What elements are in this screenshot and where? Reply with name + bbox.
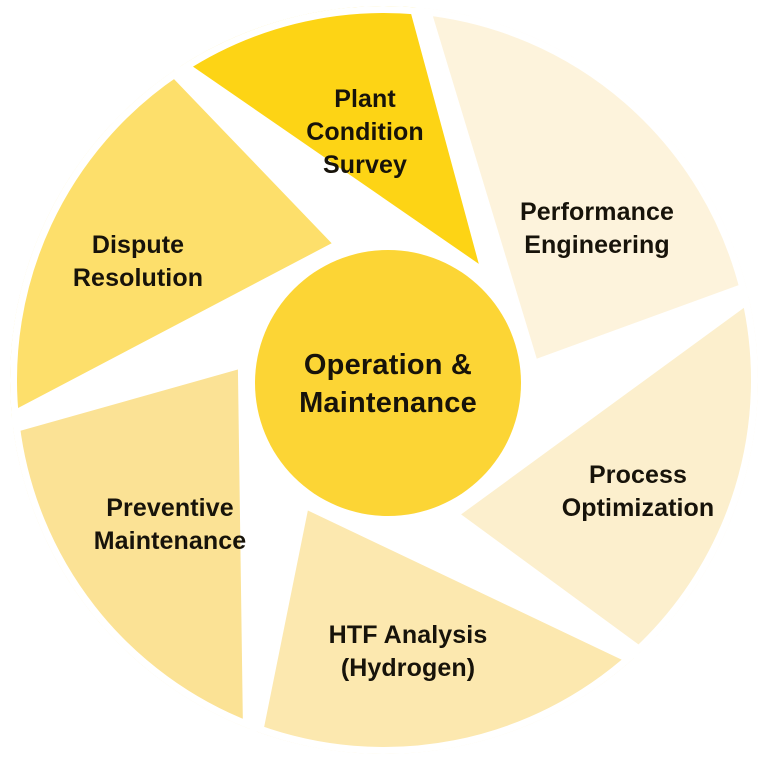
blade-dispute-resolution[interactable]: [173, 6, 498, 288]
label-line: Plant: [334, 85, 396, 113]
blade-plant-condition-survey[interactable]: [416, 6, 754, 375]
label-line: Maintenance: [94, 527, 247, 555]
blade-performance-engineering[interactable]: [442, 288, 758, 661]
label-line: Dispute: [92, 231, 184, 259]
label-htf-analysis-hydrogen: HTF Analysis (Hydrogen): [329, 621, 488, 682]
label-line: Performance: [520, 198, 674, 226]
label-line: HTF Analysis: [329, 621, 488, 649]
label-line: Engineering: [524, 231, 670, 259]
label-line: Preventive: [106, 494, 233, 522]
center-hub-label-line: Maintenance: [299, 387, 477, 419]
center-hub: [255, 250, 521, 516]
blade-layer: [10, 6, 758, 754]
label-line: Condition: [306, 118, 424, 146]
label-line: Process: [589, 461, 687, 489]
label-line: Survey: [323, 151, 407, 179]
center-hub-label: Operation & Maintenance: [299, 349, 477, 419]
label-line: Resolution: [73, 264, 203, 292]
label-line: Optimization: [562, 494, 715, 522]
label-line: (Hydrogen): [341, 654, 475, 682]
center-hub-label-line: Operation &: [304, 349, 472, 381]
